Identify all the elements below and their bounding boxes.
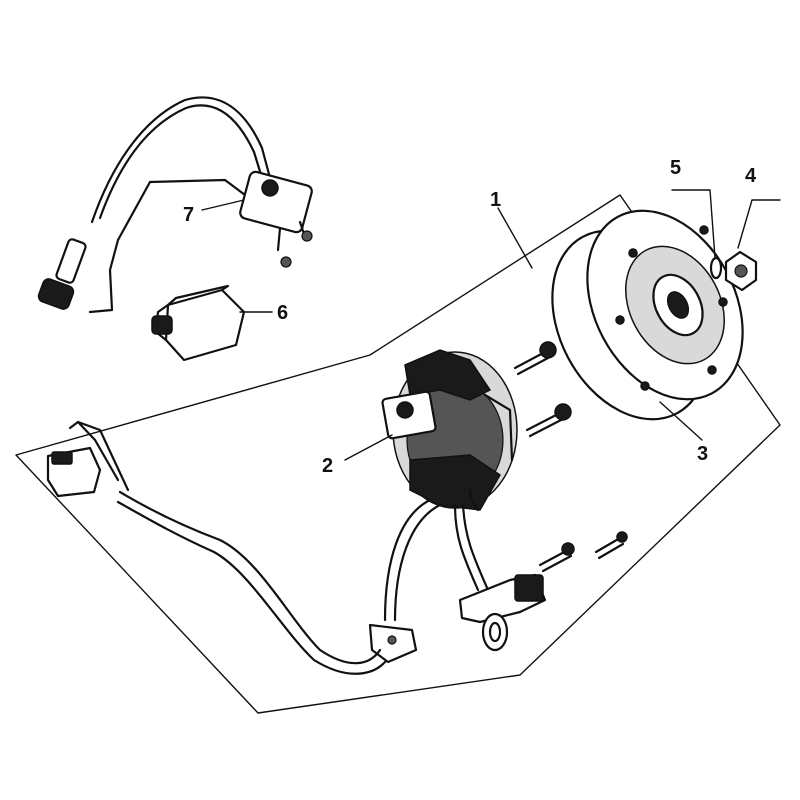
callout-4: 4 [745, 165, 757, 187]
callout-2: 2 [322, 455, 333, 477]
callout-1: 1 [490, 189, 501, 211]
main-wiring-harness[interactable] [46, 420, 387, 675]
flywheel-nut[interactable] [724, 250, 758, 292]
callout-3: 3 [697, 443, 708, 465]
assembly-outline [15, 194, 781, 714]
callout-5: 5 [670, 157, 681, 179]
leader-lines [201, 189, 781, 461]
flywheel[interactable] [521, 184, 774, 446]
callout-7: 7 [183, 204, 194, 226]
stator-assembly[interactable] [368, 349, 547, 664]
regulator-rectifier[interactable] [151, 284, 246, 362]
washer[interactable] [709, 256, 723, 280]
callout-6: 6 [277, 302, 288, 324]
ignition-coil[interactable] [37, 96, 313, 314]
stator-bolts[interactable] [513, 341, 628, 573]
